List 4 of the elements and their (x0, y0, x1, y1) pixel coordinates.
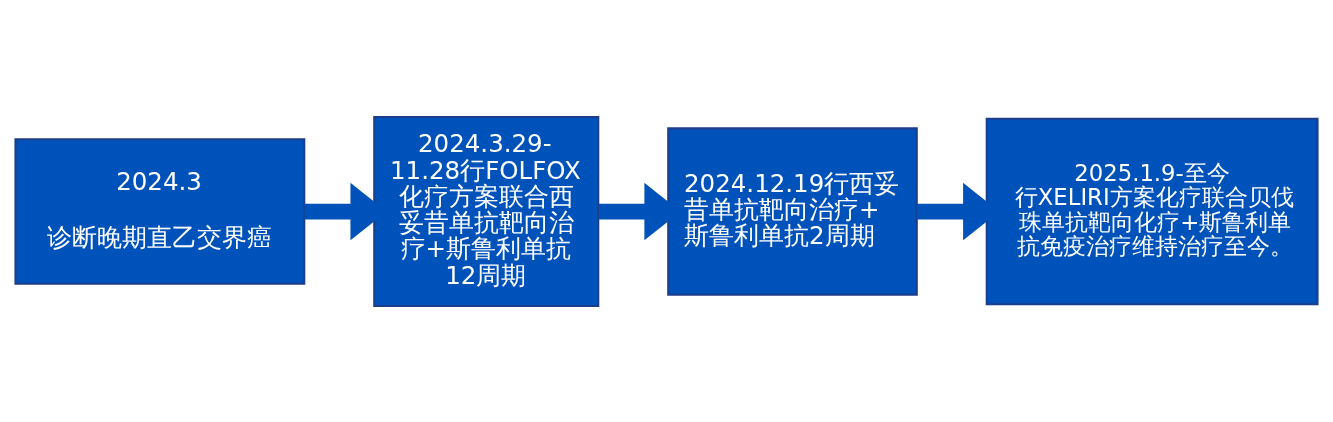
node-box: 2025.1.9-至今 行XELIRI方案化疗联合贝伐珠单抗靶向化疗+斯鲁利单抗免疫治疗维持治疗至今。 (985, 117, 1319, 305)
node-box: 2024.12.19行西妥昔单抗靶向治疗+斯鲁利单抗2周期 (667, 126, 918, 296)
node-box: 2024.3.29-11.28行FOLFOX化疗方案联合西妥昔单抗靶向治疗+斯鲁利单抗12周期 (373, 115, 600, 307)
node-box: 2024.3 诊断晚期直乙交界癌 (14, 137, 306, 285)
